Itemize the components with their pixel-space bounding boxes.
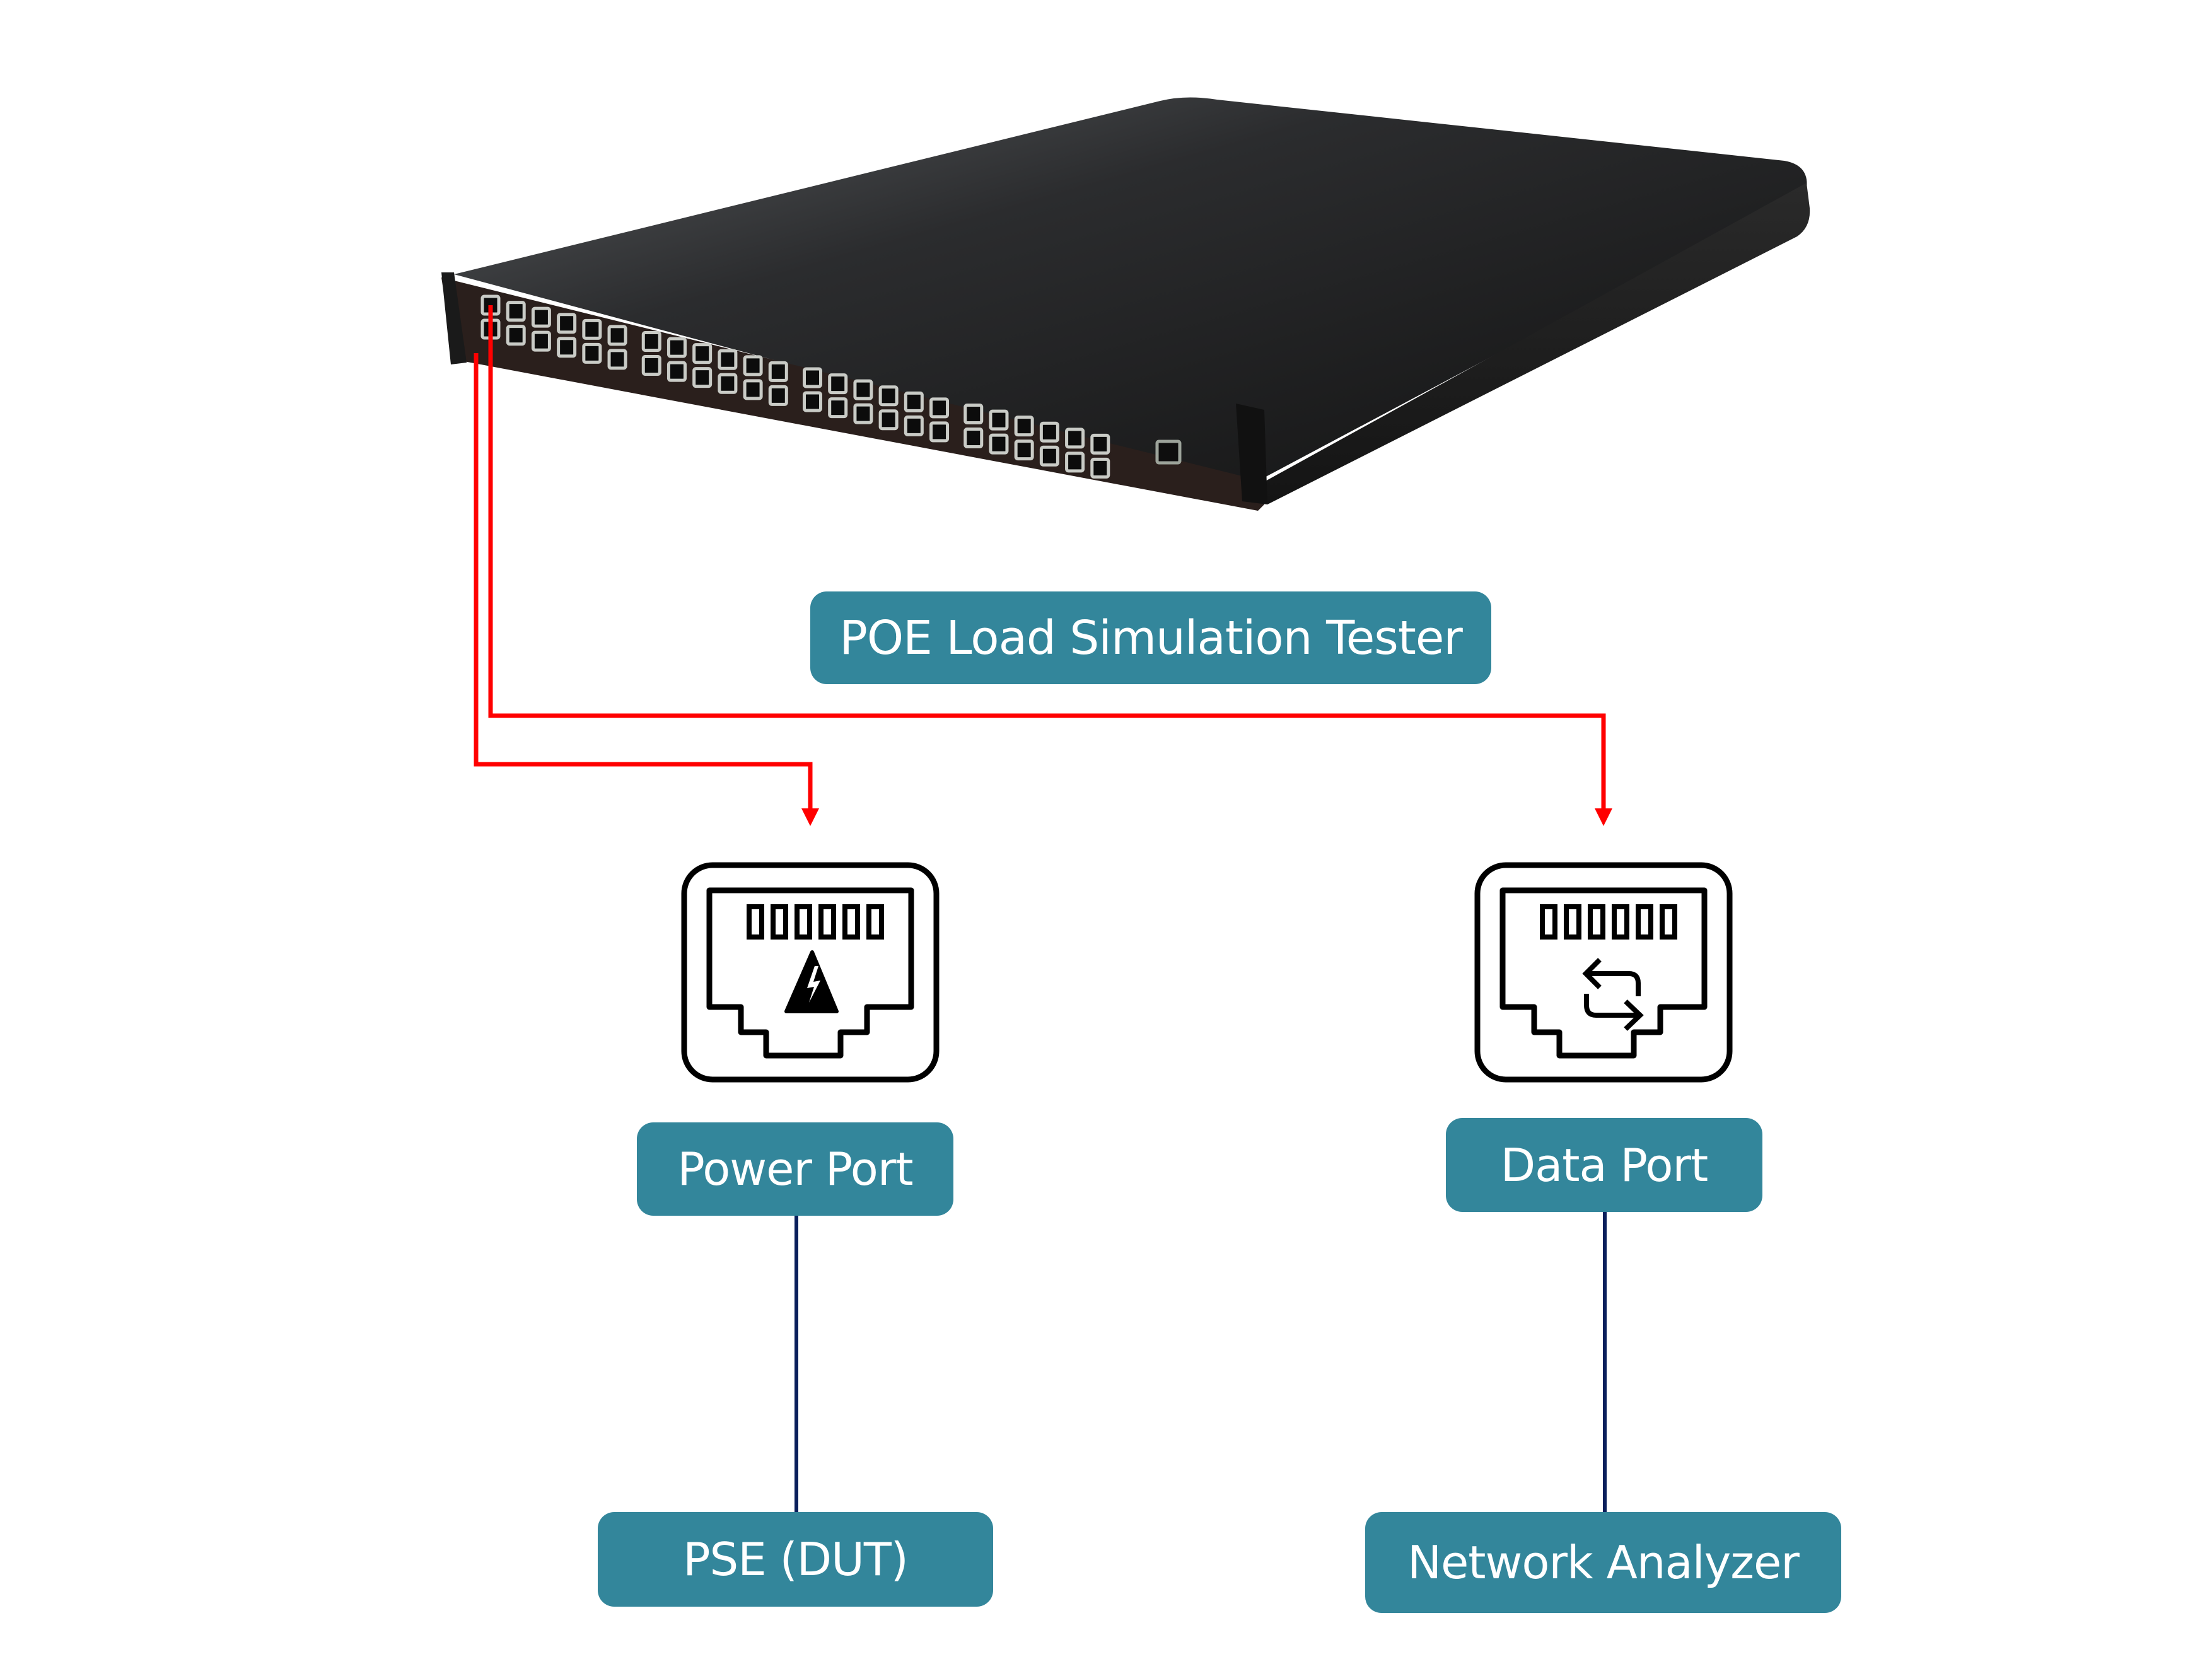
rj45-port bbox=[1090, 457, 1110, 479]
pse-dut-label-text: PSE (DUT) bbox=[683, 1533, 909, 1586]
rj45-port bbox=[878, 409, 899, 431]
rj45-port bbox=[904, 415, 924, 436]
rj45-port bbox=[743, 355, 763, 376]
data-port-label: Data Port bbox=[1446, 1118, 1762, 1212]
rj45-port bbox=[641, 331, 661, 352]
rj45-port bbox=[718, 349, 738, 370]
rj45-port bbox=[803, 391, 822, 412]
rj45-port bbox=[692, 343, 713, 364]
ethernet-port-data-icon bbox=[1474, 862, 1733, 1083]
rj45-port bbox=[904, 391, 924, 412]
tester-to-data-port-arrow bbox=[488, 305, 1612, 826]
rj45-port bbox=[667, 337, 687, 358]
rj45-port bbox=[853, 379, 873, 400]
rj45-port bbox=[853, 403, 873, 424]
rj45-port bbox=[989, 433, 1009, 455]
rj45-port bbox=[989, 409, 1009, 431]
ethernet-port-power-icon bbox=[681, 862, 940, 1083]
rj45-port bbox=[929, 421, 950, 443]
rj45-port bbox=[963, 428, 984, 448]
power-port-label-text: Power Port bbox=[677, 1143, 913, 1196]
pin-slot bbox=[771, 904, 788, 940]
rj45-port bbox=[1014, 416, 1034, 437]
pin-slot bbox=[1540, 904, 1557, 940]
console-port bbox=[1155, 439, 1182, 465]
rj45-port bbox=[607, 325, 627, 346]
rj45-port bbox=[557, 313, 577, 334]
rj45-port bbox=[641, 355, 661, 376]
rj45-port bbox=[531, 330, 551, 352]
rj45-port bbox=[607, 349, 627, 370]
rj45-port bbox=[828, 373, 848, 395]
rj45-port bbox=[1014, 439, 1034, 461]
pin-slot bbox=[866, 904, 884, 940]
power-port-label: Power Port bbox=[637, 1122, 953, 1216]
rj45-port bbox=[878, 385, 899, 407]
pin-slot bbox=[747, 904, 764, 940]
data-port-label-text: Data Port bbox=[1500, 1138, 1709, 1192]
pin-slot bbox=[1660, 904, 1677, 940]
rj45-port bbox=[582, 342, 602, 364]
rj45-port bbox=[828, 397, 848, 419]
rj45-port bbox=[768, 361, 788, 382]
rj45-port bbox=[667, 361, 687, 382]
network-analyzer-label: Network Analyzer bbox=[1365, 1512, 1841, 1613]
rj45-port bbox=[1065, 428, 1085, 449]
pse-dut-label: PSE (DUT) bbox=[598, 1512, 993, 1607]
rj45-port bbox=[557, 337, 577, 358]
pin-slot bbox=[1612, 904, 1629, 940]
rj45-port bbox=[506, 325, 526, 346]
switch-device-image bbox=[441, 97, 1810, 511]
rj45-port bbox=[531, 306, 551, 328]
rj45-port bbox=[1065, 451, 1085, 473]
rj45-port bbox=[1039, 421, 1059, 443]
tester-to-power-port-arrow bbox=[474, 353, 819, 826]
rj45-port bbox=[963, 404, 984, 424]
pin-slot bbox=[1564, 904, 1581, 940]
pin-slot bbox=[795, 904, 812, 940]
rj45-port bbox=[718, 373, 738, 394]
tester-title-text: POE Load Simulation Tester bbox=[839, 610, 1463, 665]
pin-slot bbox=[1636, 904, 1653, 940]
tester-title-label: POE Load Simulation Tester bbox=[810, 591, 1491, 684]
rj45-port bbox=[1090, 433, 1110, 455]
rj45-port bbox=[692, 367, 713, 388]
exchange-arrows-icon bbox=[1582, 958, 1644, 1031]
rj45-port bbox=[929, 397, 950, 419]
rj45-port bbox=[803, 367, 822, 388]
pin-slot bbox=[1588, 904, 1605, 940]
rj45-port bbox=[743, 379, 763, 400]
high-voltage-warning-icon bbox=[784, 950, 839, 1013]
rj45-port bbox=[506, 301, 526, 322]
rj45-port bbox=[768, 385, 788, 406]
pin-slot bbox=[818, 904, 836, 940]
pin-slot bbox=[842, 904, 860, 940]
rj45-port bbox=[1039, 445, 1059, 467]
network-analyzer-label-text: Network Analyzer bbox=[1407, 1536, 1800, 1589]
rj45-port bbox=[582, 318, 602, 340]
